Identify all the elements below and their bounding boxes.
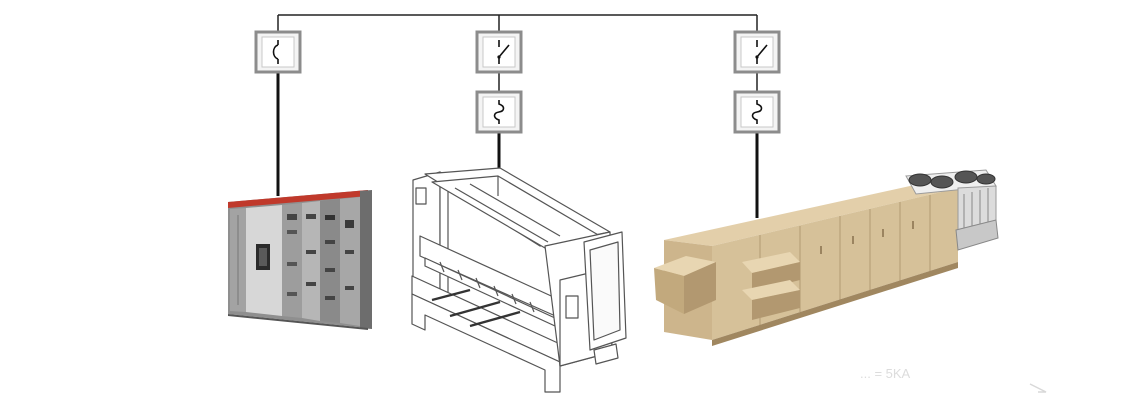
breaker-symbol-icon [272, 40, 279, 64]
breaker-symbol-icon [493, 100, 505, 124]
circuit-breaker-left[interactable] [254, 30, 302, 74]
bus-and-feeders [276, 14, 759, 218]
press-brake-icon [411, 167, 627, 393]
tooling-teeth [439, 261, 535, 313]
faint-arrow-icon [1029, 383, 1047, 393]
circuit-breaker-middle[interactable] [475, 90, 523, 134]
circuit-breaker-right[interactable] [733, 90, 781, 134]
disconnect-switch-middle[interactable] [475, 30, 523, 74]
rooftop-hvac-icon [654, 169, 999, 346]
condenser-fan-icon [908, 170, 996, 189]
breaker-symbol-icon [751, 100, 763, 124]
protective-devices [254, 30, 781, 134]
faint-caption: ... = 5KA [860, 366, 911, 381]
switchboard-icon [228, 190, 372, 330]
disconnect-switch-right[interactable] [733, 30, 781, 74]
